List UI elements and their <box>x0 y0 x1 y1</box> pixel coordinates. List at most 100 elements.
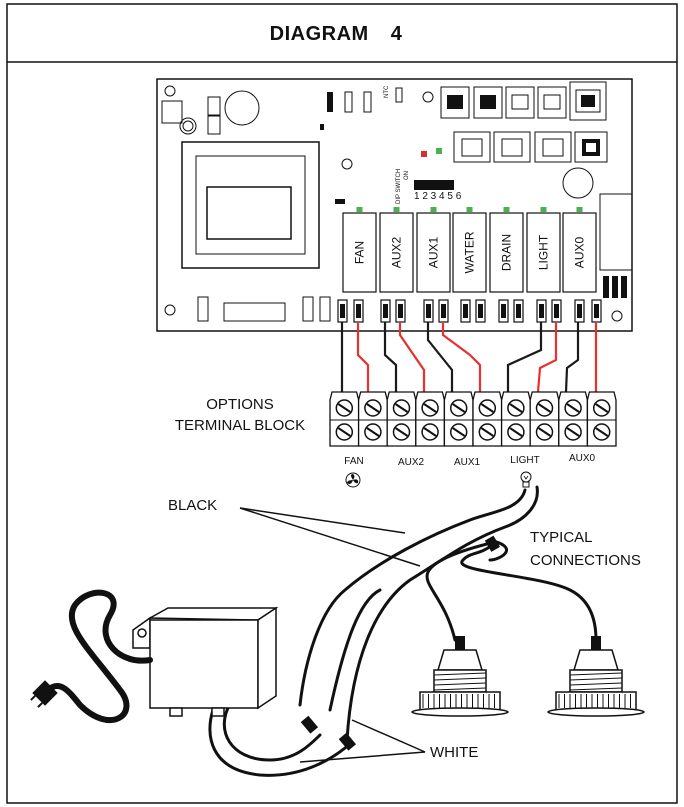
control-board: NTC <box>156 78 633 332</box>
board-terminal <box>426 304 431 318</box>
board-outline <box>156 78 633 332</box>
component <box>207 115 221 135</box>
light-bulb-icon <box>520 471 532 488</box>
relay-label: WATER <box>463 231 477 273</box>
component <box>161 100 183 124</box>
component <box>197 296 209 322</box>
rj-jack-large <box>581 95 595 107</box>
terminal-block-title-line1: OPTIONS <box>206 396 274 413</box>
component <box>335 199 345 204</box>
wire <box>506 322 543 392</box>
mount-hole <box>164 85 176 97</box>
terminal-screw-pair <box>529 391 560 447</box>
board-terminal-row <box>337 299 602 323</box>
power-box <box>132 606 279 717</box>
transformer <box>195 155 306 255</box>
wire <box>398 322 426 392</box>
board-terminal <box>577 304 582 318</box>
wire <box>564 322 580 393</box>
callout-typical-line2: CONNECTIONS <box>530 552 641 569</box>
capacitor <box>224 90 260 126</box>
wire <box>536 322 558 393</box>
rj-jack <box>542 138 564 157</box>
component <box>182 120 194 132</box>
relay-aux1: AUX1 <box>416 207 451 293</box>
component <box>179 117 197 135</box>
relay-row: FAN AUX2 AUX1 WATER DRAIN LIGHT AUX0 <box>342 207 597 293</box>
dip-switch-body <box>414 180 454 190</box>
relay-label: DRAIN <box>500 234 514 271</box>
mount-hole <box>422 91 434 103</box>
relay-led <box>430 207 437 212</box>
component <box>319 296 331 322</box>
power-cord <box>30 589 153 724</box>
component <box>207 96 221 116</box>
relay-light: LIGHT <box>526 207 561 293</box>
block-label-fan: FAN <box>344 456 363 467</box>
plug-icon <box>30 680 58 708</box>
relay-label: AUX1 <box>427 237 441 269</box>
buzzer <box>562 167 594 199</box>
header-pin <box>344 91 353 113</box>
wire <box>441 322 482 392</box>
rj-jack <box>440 86 470 119</box>
component <box>320 124 324 130</box>
terminal-screw-pair <box>415 391 446 447</box>
ntc-connector <box>395 87 403 103</box>
mount-hole <box>611 310 623 322</box>
rj-jack-large <box>569 81 607 121</box>
relay-aux2: AUX2 <box>379 207 414 293</box>
relay-water: WATER <box>452 207 487 293</box>
fan-icon <box>345 472 361 488</box>
relay-label: LIGHT <box>537 234 551 270</box>
callout-black: BLACK <box>168 497 217 514</box>
board-terminal <box>516 304 521 318</box>
terminal-screw-pair <box>443 391 474 447</box>
rj-jack <box>505 86 535 119</box>
rj-jack-row-top <box>440 81 607 121</box>
relay-led <box>576 207 583 212</box>
terminal-screw-pair <box>329 391 360 447</box>
header-pin <box>621 276 627 298</box>
options-terminal-block <box>329 391 617 447</box>
wire <box>383 322 398 392</box>
terminal-screw-pair <box>558 391 589 447</box>
lamp-socket <box>547 636 645 717</box>
dip-switch-label: DIP SWITCH <box>396 169 402 204</box>
board-terminal <box>478 304 483 318</box>
field-wiring <box>208 485 598 777</box>
wire <box>426 322 454 392</box>
callout-white: WHITE <box>430 744 478 761</box>
relay-label: AUX2 <box>390 237 404 269</box>
component-block <box>599 193 633 271</box>
header-pin <box>603 276 609 298</box>
board-terminal <box>463 304 468 318</box>
callout-white-leaders <box>299 719 426 763</box>
led-red <box>421 151 427 157</box>
rj-jack <box>461 138 483 157</box>
callout-typical-line1: TYPICAL <box>530 529 593 546</box>
terminal-block-labels: FAN AUX2 AUX1 LIGHT AUX0 <box>344 453 595 468</box>
rj-jack <box>586 143 596 152</box>
board-terminal <box>383 304 388 318</box>
rj-jack <box>493 131 531 163</box>
mount-hole <box>164 304 176 316</box>
relay-drain: DRAIN <box>489 207 524 293</box>
relay-led <box>540 207 547 212</box>
terminal-screw-pair <box>357 391 388 447</box>
lamp-socket <box>411 636 509 717</box>
relay-label: FAN <box>353 241 367 264</box>
rj-jack <box>501 138 523 157</box>
block-label-aux1: AUX1 <box>454 457 481 468</box>
board-terminal <box>356 304 361 318</box>
relay-label: AUX0 <box>573 237 587 269</box>
relay-fan: FAN <box>342 207 377 293</box>
rj-jack <box>453 131 491 163</box>
dip-numbers: 1 2 3 4 5 6 <box>414 191 462 202</box>
header-pin <box>612 276 618 298</box>
rj-jack <box>534 131 572 163</box>
board-to-block-wires <box>340 322 598 393</box>
